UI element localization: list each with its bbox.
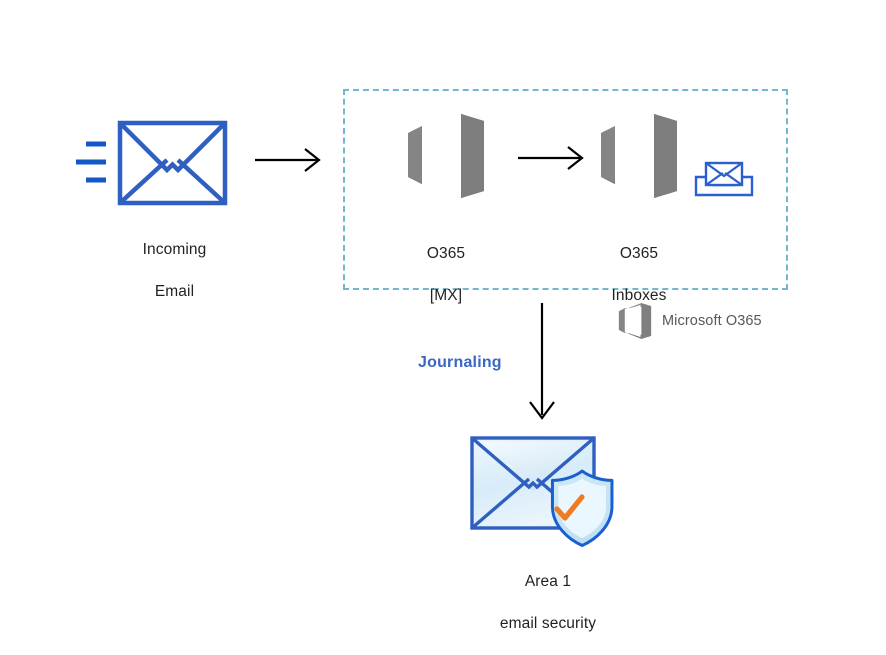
o365-inboxes-caption-line1: O365 <box>619 245 659 262</box>
incoming-email-caption-line2: Email <box>154 283 195 300</box>
node-incoming-email: Incoming Email <box>75 118 230 300</box>
edge-inboxes-to-area1 <box>524 303 560 423</box>
legend-microsoft-o365: Microsoft O365 <box>618 302 762 340</box>
office365-logo-icon <box>601 114 677 198</box>
arrow-right-icon <box>518 146 584 170</box>
inbox-tray-envelope-icon <box>694 161 754 197</box>
area1-caption-line2: email security <box>499 615 597 632</box>
node-inbox-tray <box>694 159 754 204</box>
o365-mx-caption-line2: [MX] <box>429 287 463 304</box>
arrow-down-icon <box>529 303 555 420</box>
incoming-email-caption: Incoming Email <box>112 218 237 323</box>
office365-logo-icon <box>618 303 652 339</box>
incoming-email-caption-line1: Incoming <box>142 241 207 258</box>
o365-boundary-box <box>343 89 788 290</box>
edge-incoming-to-mx <box>255 147 325 173</box>
journaling-edge-label: Journaling <box>418 354 502 371</box>
node-o365-inboxes: O365 Inboxes <box>599 112 679 304</box>
node-o365-mx: O365 [MX] <box>406 112 486 304</box>
node-area1-email-security: Area 1 email security <box>468 432 628 632</box>
o365-inboxes-caption: O365 Inboxes <box>573 222 705 327</box>
arrow-right-icon <box>255 148 321 172</box>
area1-caption: Area 1 email security <box>480 550 616 655</box>
o365-inboxes-caption-line2: Inboxes <box>611 287 667 304</box>
o365-mx-caption: O365 [MX] <box>384 222 508 327</box>
legend-label-microsoft-o365: Microsoft O365 <box>662 313 762 329</box>
area1-caption-line1: Area 1 <box>524 573 572 590</box>
edge-mx-to-inboxes <box>518 145 588 171</box>
o365-mx-caption-line1: O365 <box>426 245 466 262</box>
envelope-icon <box>76 120 228 206</box>
motion-lines-icon <box>76 141 106 183</box>
secure-email-shield-icon <box>470 436 614 547</box>
office365-logo-icon <box>408 114 484 198</box>
